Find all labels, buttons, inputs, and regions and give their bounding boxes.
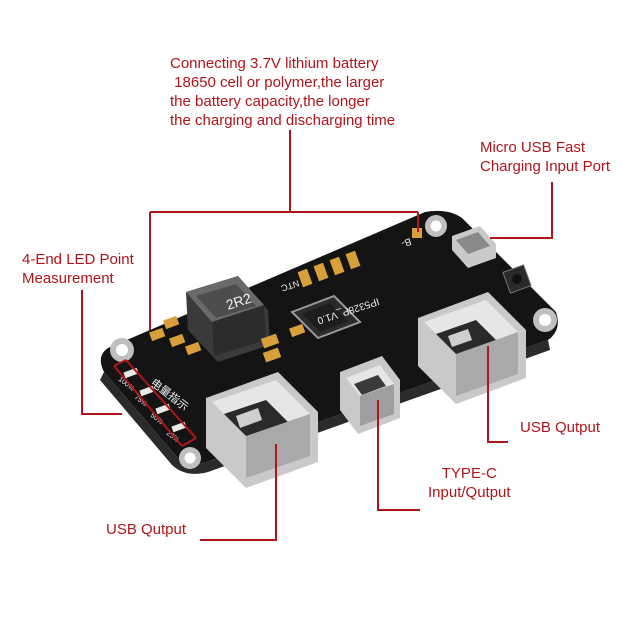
callout-lines	[81, 130, 553, 541]
push-button	[502, 264, 532, 294]
led-callout: 4-End LED Point Measurement	[22, 250, 134, 288]
usb-right-callout: USB Qutput	[520, 419, 601, 436]
type-c-callout: TYPE-C Input/Qutput	[428, 464, 511, 502]
micro-usb-port	[452, 226, 496, 268]
type-c-callout-line-1: TYPE-C	[441, 465, 497, 482]
controller-ic	[290, 294, 362, 340]
battery-callout-line-4: the charging and discharging time	[170, 112, 396, 129]
led-bracket	[113, 365, 183, 447]
micro-usb-callout-line-1: Micro USB Fast	[480, 139, 586, 156]
inductor	[186, 276, 270, 362]
battery-callout-line-3: the battery capacity,the longer	[170, 93, 370, 110]
led-callout-line-1: 4-End LED Point	[22, 251, 134, 268]
micro-usb-callout: Micro USB Fast Charging Input Port	[480, 138, 610, 176]
inductor-marking: 2R2	[224, 290, 254, 313]
battery-callout-line-1: Connecting 3.7V lithium battery	[170, 55, 379, 72]
type-c-callout-line-2: Input/Qutput	[428, 484, 511, 501]
micro-usb-callout-line-2: Charging Input Port	[480, 158, 611, 175]
battery-callout-line-2: 18650 cell or polymer,the larger	[170, 74, 385, 91]
usb-a-port-left	[206, 372, 318, 488]
usb-left-callout: USB Qutput	[106, 521, 187, 538]
led-callout-line-2: Measurement	[22, 270, 114, 287]
battery-callout: Connecting 3.7V lithium battery 18650 ce…	[170, 54, 395, 130]
type-c-port	[340, 356, 400, 434]
battery-neg-marking: B-	[400, 235, 413, 249]
smd-components	[149, 228, 422, 363]
